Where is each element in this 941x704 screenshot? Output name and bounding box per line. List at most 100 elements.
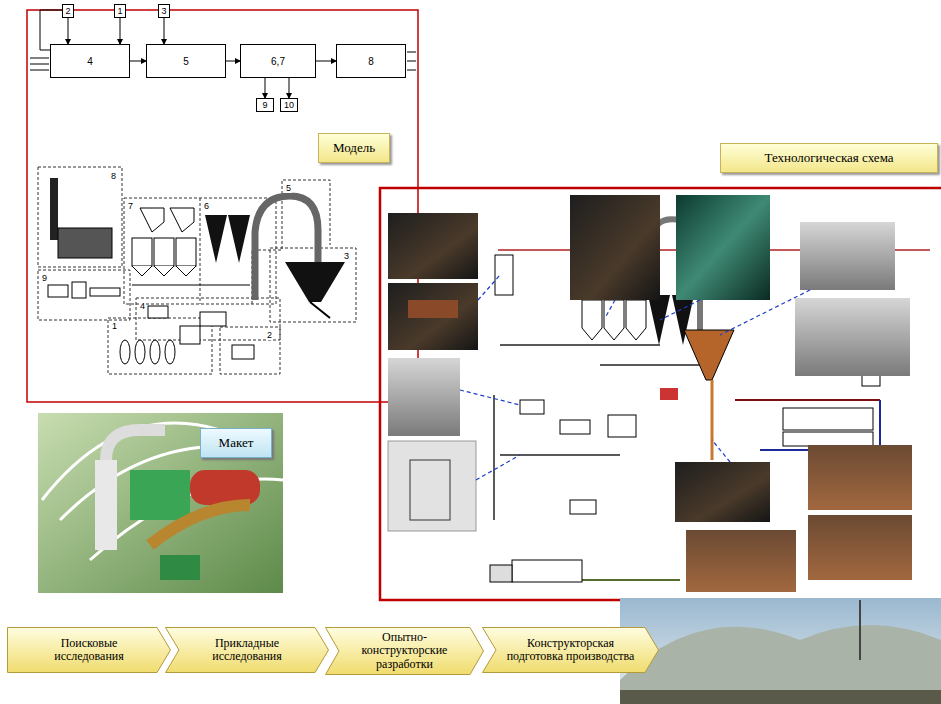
polyline-shape <box>200 198 201 304</box>
path-shape <box>205 215 250 263</box>
line-shape <box>407 52 416 53</box>
input-box: 3 <box>158 4 170 18</box>
box-text: 3 <box>161 6 166 16</box>
path-shape <box>285 262 345 302</box>
line-shape <box>859 600 861 660</box>
callout-number: 3 <box>343 251 350 261</box>
text-block: Технологическая схема <box>764 150 893 166</box>
rect-shape <box>27 10 418 402</box>
rect-shape <box>800 222 895 290</box>
g-shape <box>42 423 283 560</box>
box-text: 4 <box>87 56 93 67</box>
rect-shape <box>108 318 212 374</box>
rect-shape <box>200 312 226 326</box>
rect-shape <box>495 255 513 295</box>
rect-shape <box>570 500 596 514</box>
ellipse-shape <box>165 340 175 364</box>
rect-shape <box>388 358 460 436</box>
path-shape <box>582 300 602 340</box>
rect-shape <box>176 238 196 266</box>
rect-shape <box>795 298 910 376</box>
rect-shape <box>675 462 770 522</box>
path-shape <box>176 266 196 276</box>
rect-shape <box>90 288 120 296</box>
line-shape <box>30 58 49 59</box>
ellipse-shape <box>150 340 160 364</box>
connector <box>265 78 266 98</box>
rect-shape <box>180 326 200 344</box>
line-shape <box>605 300 615 318</box>
line-shape <box>310 302 330 318</box>
line-shape <box>735 399 880 401</box>
connector <box>120 18 121 44</box>
callout-number: 6 <box>203 201 210 211</box>
line-shape <box>460 390 520 405</box>
line-shape <box>600 364 700 366</box>
path-shape <box>620 625 941 704</box>
line-shape <box>30 64 49 65</box>
rect-shape <box>154 238 174 266</box>
connector <box>316 61 336 62</box>
rect-shape <box>380 188 941 600</box>
rect-shape <box>808 515 912 580</box>
rect-shape <box>408 300 458 318</box>
path-shape <box>620 690 941 704</box>
rect-shape <box>520 400 544 414</box>
text-block: 5 <box>183 56 189 67</box>
text-block: Поисковые исследования <box>28 637 150 663</box>
rect-shape <box>160 555 200 580</box>
text-block: 10 <box>284 100 294 110</box>
text-block: 2 <box>65 6 70 16</box>
rect-shape <box>232 345 254 359</box>
process-box: 4 <box>50 44 130 78</box>
rect-shape <box>95 460 117 550</box>
line-shape <box>711 380 714 460</box>
line-shape <box>407 70 416 71</box>
line-shape <box>712 440 730 462</box>
rect-shape <box>72 282 86 298</box>
callout-number: 9 <box>41 273 48 283</box>
text-block: 4 <box>87 56 93 67</box>
path-shape <box>170 208 194 232</box>
callout-number: 1 <box>111 321 118 331</box>
section-label: Модель <box>318 133 390 163</box>
text-block: 6,7 <box>271 56 285 67</box>
rect-shape <box>58 228 112 258</box>
callout-number: 4 <box>139 301 146 311</box>
connector <box>164 18 165 44</box>
box-text: 8 <box>368 56 374 67</box>
rect-shape <box>512 560 582 582</box>
g-shape <box>48 282 254 364</box>
rect-shape <box>270 248 356 322</box>
line-shape <box>493 395 495 520</box>
callout-number: 2 <box>266 330 273 340</box>
rect-shape <box>560 420 590 434</box>
connector <box>68 18 69 44</box>
stage-text: Поисковые исследования <box>28 637 150 663</box>
box-text: 2 <box>65 6 70 16</box>
text-block: Модель <box>333 140 375 156</box>
stage-chevron: Поисковые исследования <box>7 627 171 673</box>
text-block: 1 <box>117 6 122 16</box>
ellipse-shape <box>135 340 145 364</box>
ellipse-shape <box>120 340 130 364</box>
stage-text: Прикладные исследования <box>186 637 308 663</box>
rect-shape <box>148 306 168 318</box>
rect-shape <box>38 167 122 267</box>
line-shape <box>500 344 660 346</box>
path-shape <box>106 430 165 460</box>
rect-shape <box>38 413 283 593</box>
path-shape <box>150 505 250 545</box>
path-shape <box>154 266 174 276</box>
rect-shape <box>676 195 770 300</box>
rect-shape <box>388 213 478 279</box>
path-shape <box>132 266 152 276</box>
rect-shape <box>783 408 873 430</box>
connector <box>130 61 146 62</box>
aux-box: 9 <box>256 98 274 112</box>
chevron-outline <box>483 628 659 673</box>
line-shape <box>30 70 49 71</box>
